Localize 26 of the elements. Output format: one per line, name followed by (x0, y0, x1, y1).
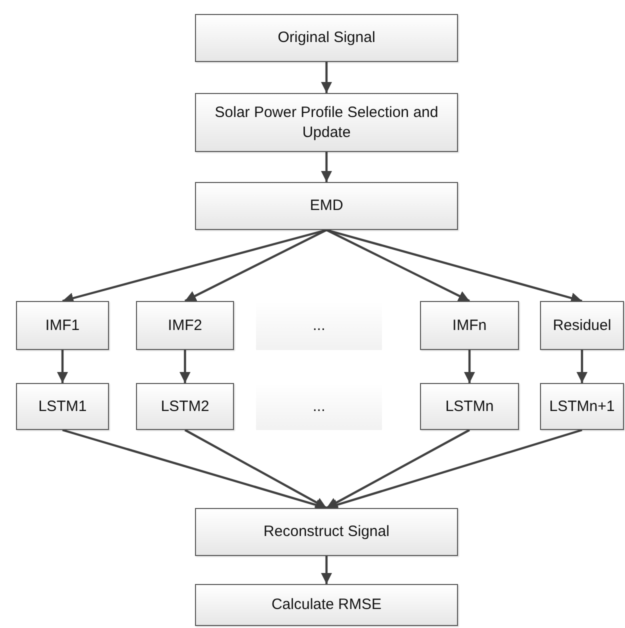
arrow (464, 350, 475, 383)
process-box: IMF1 (16, 301, 109, 350)
process-box: Original Signal (195, 14, 458, 62)
arrow (326, 428, 582, 510)
arrow (576, 350, 588, 383)
arrow (180, 350, 190, 383)
process-box: LSTM1 (16, 383, 109, 430)
process-box: IMF2 (136, 301, 234, 350)
arrow (326, 229, 470, 302)
process-box: LSTMn+1 (540, 383, 624, 430)
process-box: LSTMn (420, 383, 519, 430)
process-box: Solar Power Profile Selection and Update (195, 93, 458, 152)
arrow (321, 62, 332, 93)
arrow (184, 229, 327, 302)
arrow (57, 350, 68, 383)
process-box: Reconstruct Signal (195, 508, 458, 556)
process-box: Residuel (540, 301, 624, 350)
process-box: LSTM2 (136, 383, 234, 430)
arrow (184, 429, 328, 509)
process-box: Calculate RMSE (195, 584, 458, 626)
arrow (326, 429, 470, 509)
arrow (321, 152, 332, 182)
process-box: IMFn (420, 301, 519, 350)
arrow (321, 556, 332, 584)
process-box: EMD (195, 182, 458, 230)
arrow (326, 228, 582, 304)
